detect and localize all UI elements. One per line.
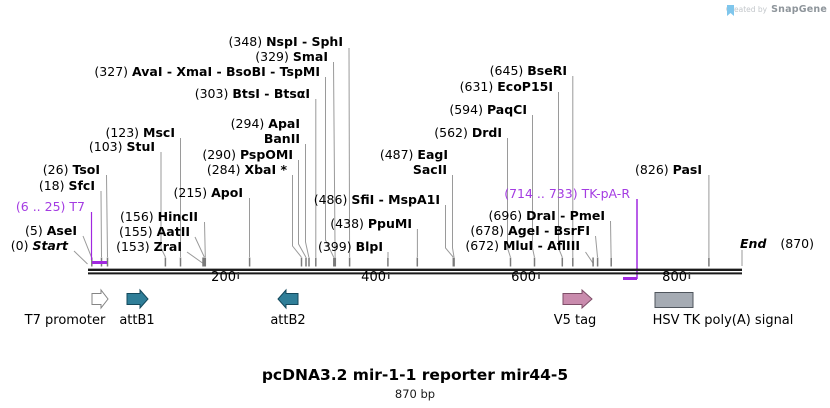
- site-label-apoi[interactable]: (215) ApoI: [173, 185, 243, 200]
- backbone-line: [88, 268, 742, 275]
- site-label-avai-group[interactable]: (327) AvaI - XmaI - BsoBI - TspMI: [94, 64, 320, 79]
- site-label-smai[interactable]: (329) SmaI: [255, 49, 328, 64]
- t7-primer-mark[interactable]: [90, 212, 108, 264]
- site-label-sfii[interactable]: (486) SfiI - MspA1I: [313, 192, 440, 207]
- feature-label-hsv-tk-polya[interactable]: HSV TK poly(A) signal: [652, 313, 794, 328]
- site-label-sacii[interactable]: SacII: [412, 162, 447, 177]
- attb1-arrow[interactable]: [126, 288, 149, 310]
- site-label-mlui-afliii[interactable]: (672) MluI - AflIII: [465, 238, 580, 253]
- site-label-sfci[interactable]: (18) SfcI: [38, 178, 95, 193]
- site-label-pspomi[interactable]: (290) PspOMI: [202, 147, 293, 162]
- end-label: End(870): [740, 236, 815, 251]
- site-label-nspi-sphi[interactable]: (348) NspI - SphI: [228, 34, 343, 49]
- site-label-blpi[interactable]: (399) BlpI: [317, 239, 383, 254]
- site-label-paqci[interactable]: (594) PaqCI: [449, 102, 527, 117]
- ruler-label-200: 200: [211, 270, 236, 285]
- site-label-aatii[interactable]: (155) AatII: [119, 224, 190, 239]
- site-label-ppumi[interactable]: (438) PpuMI: [330, 216, 412, 231]
- site-label-drdi[interactable]: (562) DrdI: [434, 125, 502, 140]
- site-label-hincii[interactable]: (156) HincII: [120, 209, 198, 224]
- primer-label-tk-pa-r[interactable]: (714 .. 733) TK-pA-R: [504, 186, 630, 201]
- feature-label-t7-promoter[interactable]: T7 promoter: [24, 313, 106, 328]
- site-label-banii[interactable]: BanII: [263, 131, 300, 146]
- feature-label-attb2[interactable]: attB2: [270, 313, 306, 328]
- map-length: 870 bp: [394, 387, 436, 401]
- v5-tag-arrow[interactable]: [562, 288, 593, 310]
- hsv-tk-polya-box[interactable]: [654, 292, 694, 308]
- map-title: pcDNA3.2 mir-1-1 reporter mir44-5: [261, 366, 569, 384]
- site-label-drai-pmei[interactable]: (696) DraI - PmeI: [488, 208, 605, 223]
- site-label-pasi[interactable]: (826) PasI: [635, 162, 702, 177]
- ruler-label-400: 400: [361, 270, 386, 285]
- snapgene-watermark: Created by SnapGene: [725, 4, 827, 16]
- site-label-btsi[interactable]: (303) BtsI - BtsαI: [194, 86, 310, 101]
- feature-label-attb1[interactable]: attB1: [119, 313, 155, 328]
- site-label-msci[interactable]: (123) MscI: [105, 125, 175, 140]
- ruler-label-800: 800: [662, 270, 687, 285]
- site-label-xbai[interactable]: (284) XbaI *: [206, 162, 287, 177]
- primer-label-t7[interactable]: (6 .. 25) T7: [15, 199, 85, 214]
- site-label-zrai[interactable]: (153) ZraI: [116, 239, 182, 254]
- site-ticks: [91, 257, 710, 267]
- attb2-arrow[interactable]: [277, 288, 299, 310]
- site-label-eagi[interactable]: (487) EagI: [379, 147, 448, 162]
- leader-lines: [73, 47, 743, 266]
- snapgene-logo-icon: [726, 5, 734, 16]
- start-label: (0) Start: [10, 238, 68, 253]
- site-label-tsoi[interactable]: (26) TsoI: [42, 162, 100, 177]
- ruler-label-600: 600: [511, 270, 536, 285]
- tk-pa-r-primer-mark[interactable]: [623, 199, 638, 280]
- ruler-ticks: [237, 272, 691, 279]
- created-by-text: Created by: [725, 5, 768, 14]
- site-label-apai[interactable]: (294) ApaI: [230, 116, 300, 131]
- t7-promoter-arrow[interactable]: [91, 288, 109, 310]
- site-label-agei-bsrfi[interactable]: (678) AgeI - BsrFI: [470, 223, 590, 238]
- snapgene-brand-text: SnapGene: [771, 4, 827, 15]
- site-label-stui[interactable]: (103) StuI: [88, 139, 155, 154]
- site-label-bseri[interactable]: (645) BseRI: [489, 63, 567, 78]
- site-label-ecop15i[interactable]: (631) EcoP15I: [459, 79, 553, 94]
- feature-label-v5-tag[interactable]: V5 tag: [553, 313, 597, 328]
- site-label-asei[interactable]: (5) AseI: [25, 223, 77, 238]
